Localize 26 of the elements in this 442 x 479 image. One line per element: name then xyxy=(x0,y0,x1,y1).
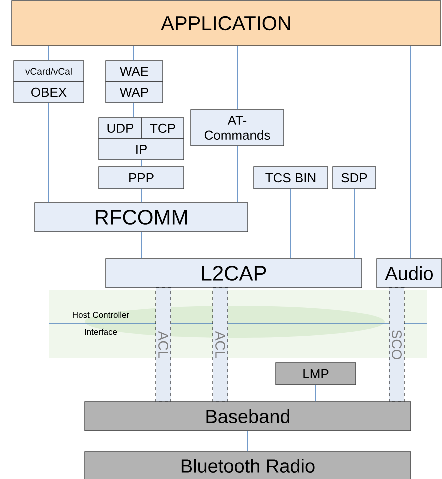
connector-line xyxy=(410,46,412,260)
connector-line xyxy=(354,188,356,260)
layer-box: SDP xyxy=(332,166,376,190)
connector-line xyxy=(290,188,292,260)
channel-bar: ACL xyxy=(212,288,228,402)
layer-box: vCard/vCal xyxy=(14,60,84,82)
layer-box: PPP xyxy=(98,166,184,190)
layer-box: Bluetooth Radio xyxy=(84,452,412,479)
layer-box: L2CAP xyxy=(106,258,362,288)
channel-bar: ACL xyxy=(156,288,172,402)
channel-bar: SCO xyxy=(389,288,405,402)
layer-box: UDP xyxy=(98,118,142,140)
layer-box: LMP xyxy=(276,362,356,386)
interface-label: Host Controller Interface xyxy=(73,312,130,336)
layer-box: Audio xyxy=(376,258,442,288)
connector-line xyxy=(48,102,50,204)
layer-box: OBEX xyxy=(14,82,84,104)
layer-box: AT-Commands xyxy=(190,110,284,146)
layer-box: WAP xyxy=(106,82,164,104)
layer-box: Baseband xyxy=(84,402,412,432)
layer-box: TCS BIN xyxy=(254,166,328,190)
layer-box: WAE xyxy=(106,60,164,82)
layer-box: RFCOMM xyxy=(34,202,248,232)
layer-box: APPLICATION xyxy=(12,0,442,46)
connector-line xyxy=(48,46,50,62)
layer-box: TCP xyxy=(142,118,184,140)
